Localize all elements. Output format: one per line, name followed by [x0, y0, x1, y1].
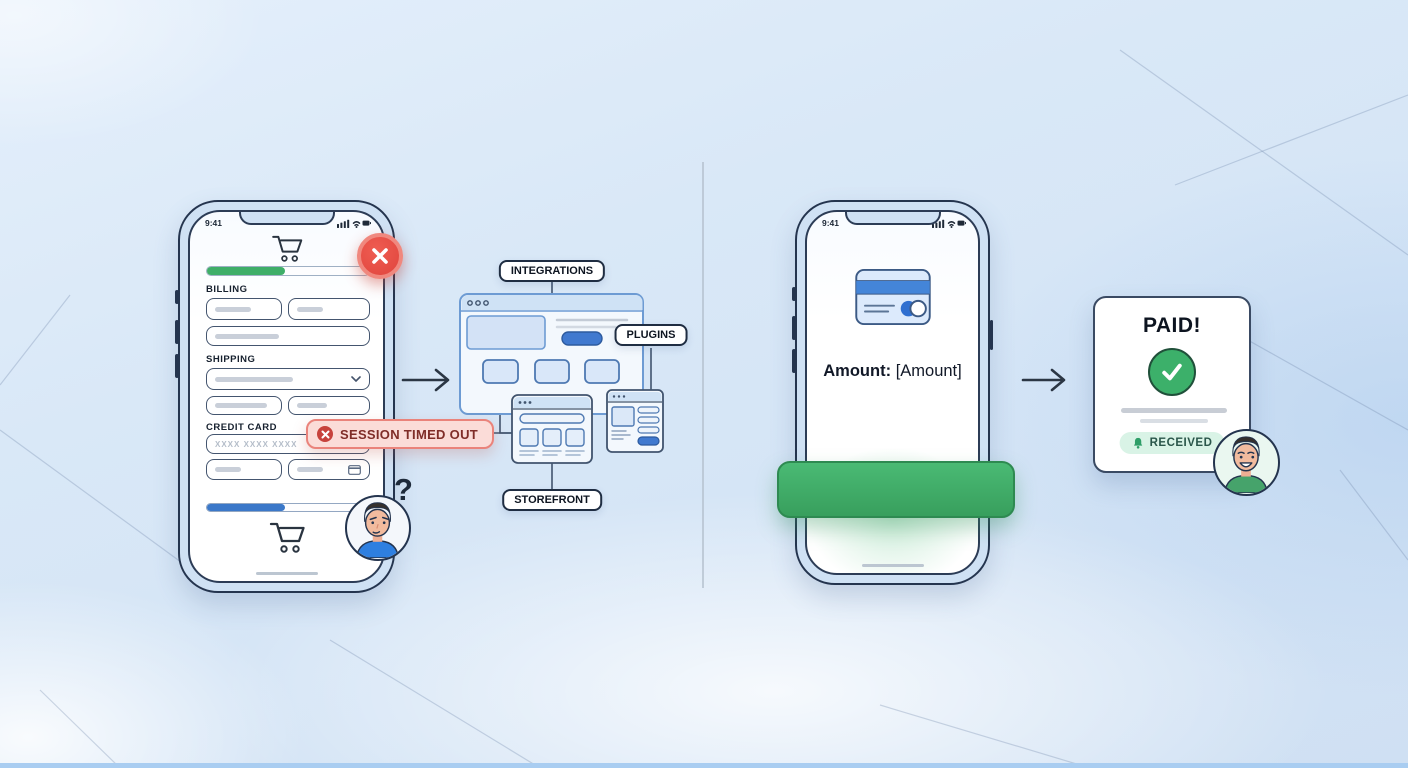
- chevron-down-icon: [351, 376, 361, 382]
- architecture-wireframe-diagram: [459, 282, 664, 489]
- check-icon: [1162, 363, 1182, 381]
- phone-side-button: [792, 316, 796, 340]
- amount-value: [Amount]: [895, 362, 962, 380]
- received-badge: RECEIVED: [1119, 432, 1225, 454]
- shipping-method-select[interactable]: [206, 368, 370, 390]
- phone-side-button: [175, 320, 179, 344]
- credit-card-illustration: [854, 268, 931, 326]
- happy-face-illustration: [1223, 436, 1269, 494]
- confused-face-illustration: [355, 502, 400, 559]
- card-cvv-field[interactable]: [288, 459, 370, 480]
- paid-title: PAID!: [1142, 314, 1202, 337]
- integrations-label: INTEGRATIONS: [498, 260, 606, 282]
- payment-screen: 9:41 Amount:: [805, 210, 980, 575]
- placeholder-bar: [297, 403, 327, 408]
- error-x-icon: [317, 426, 333, 442]
- card-number-placeholder: XXXX XXXX XXXX: [215, 439, 298, 449]
- shipping-zip-field[interactable]: [288, 396, 370, 415]
- placeholder-bar: [215, 306, 251, 312]
- shipping-city-field[interactable]: [206, 396, 282, 415]
- phone-side-button: [792, 287, 796, 301]
- skeleton-line: [1140, 419, 1208, 423]
- signal-wifi-battery-icons: [932, 219, 966, 228]
- plugins-label: PLUGINS: [614, 324, 688, 346]
- home-indicator: [255, 572, 318, 575]
- flow-arrow-icon: [401, 368, 450, 392]
- amount-text: Amount: [Amount]: [807, 362, 978, 381]
- session-timeout-text: SESSION TIMED OUT: [340, 426, 479, 442]
- skeleton-line: [1121, 408, 1227, 413]
- pay-button[interactable]: [777, 461, 1015, 518]
- placeholder-bar: [215, 403, 267, 408]
- checkout-progress-bar: [206, 266, 370, 276]
- status-bar: 9:41: [822, 218, 966, 228]
- payment-phone: 9:41 Amount:: [792, 200, 993, 585]
- placeholder-bar: [297, 467, 323, 472]
- received-label: RECEIVED: [1149, 437, 1213, 449]
- amount-label: Amount:: [823, 362, 892, 380]
- session-timeout-toast: SESSION TIMED OUT: [306, 419, 495, 449]
- shipping-section-label: SHIPPING: [206, 354, 256, 365]
- phone-side-button: [792, 349, 796, 373]
- happy-user-avatar: [1213, 429, 1280, 496]
- placeholder-bar: [215, 376, 293, 382]
- placeholder-bar: [215, 467, 241, 472]
- section-divider: [702, 162, 704, 588]
- checkout-screen: 9:41 BILLING SHIPPING: [188, 210, 385, 583]
- billing-address-field[interactable]: [206, 326, 370, 346]
- status-time: 9:41: [822, 218, 840, 228]
- placeholder-bar: [297, 306, 323, 312]
- billing-last-name-field[interactable]: [288, 298, 370, 320]
- bell-icon: [1133, 437, 1143, 449]
- placeholder-bar: [215, 333, 279, 339]
- credit-card-section-label: CREDIT CARD: [206, 422, 277, 433]
- shopping-cart-icon: [271, 235, 302, 262]
- home-indicator: [861, 564, 924, 567]
- credit-card-icon: [348, 464, 361, 475]
- phone-side-button: [989, 320, 993, 350]
- error-x-icon: [372, 248, 388, 264]
- flow-arrow-icon: [1021, 368, 1066, 392]
- billing-section-label: BILLING: [206, 284, 248, 295]
- status-bar: 9:41: [205, 218, 371, 228]
- phone-side-button: [175, 290, 179, 304]
- card-expiry-field[interactable]: [206, 459, 282, 480]
- shopping-cart-icon: [269, 522, 305, 553]
- error-x-badge: [357, 233, 403, 279]
- phone-side-button: [175, 354, 179, 378]
- confused-user-avatar: [345, 495, 411, 561]
- storefront-label: STOREFRONT: [502, 489, 602, 511]
- signal-wifi-battery-icons: [337, 219, 371, 228]
- billing-first-name-field[interactable]: [206, 298, 282, 320]
- success-check-badge: [1148, 348, 1196, 396]
- status-time: 9:41: [205, 218, 223, 228]
- question-mark: ?: [394, 472, 413, 507]
- session-progress-bar: [206, 503, 370, 512]
